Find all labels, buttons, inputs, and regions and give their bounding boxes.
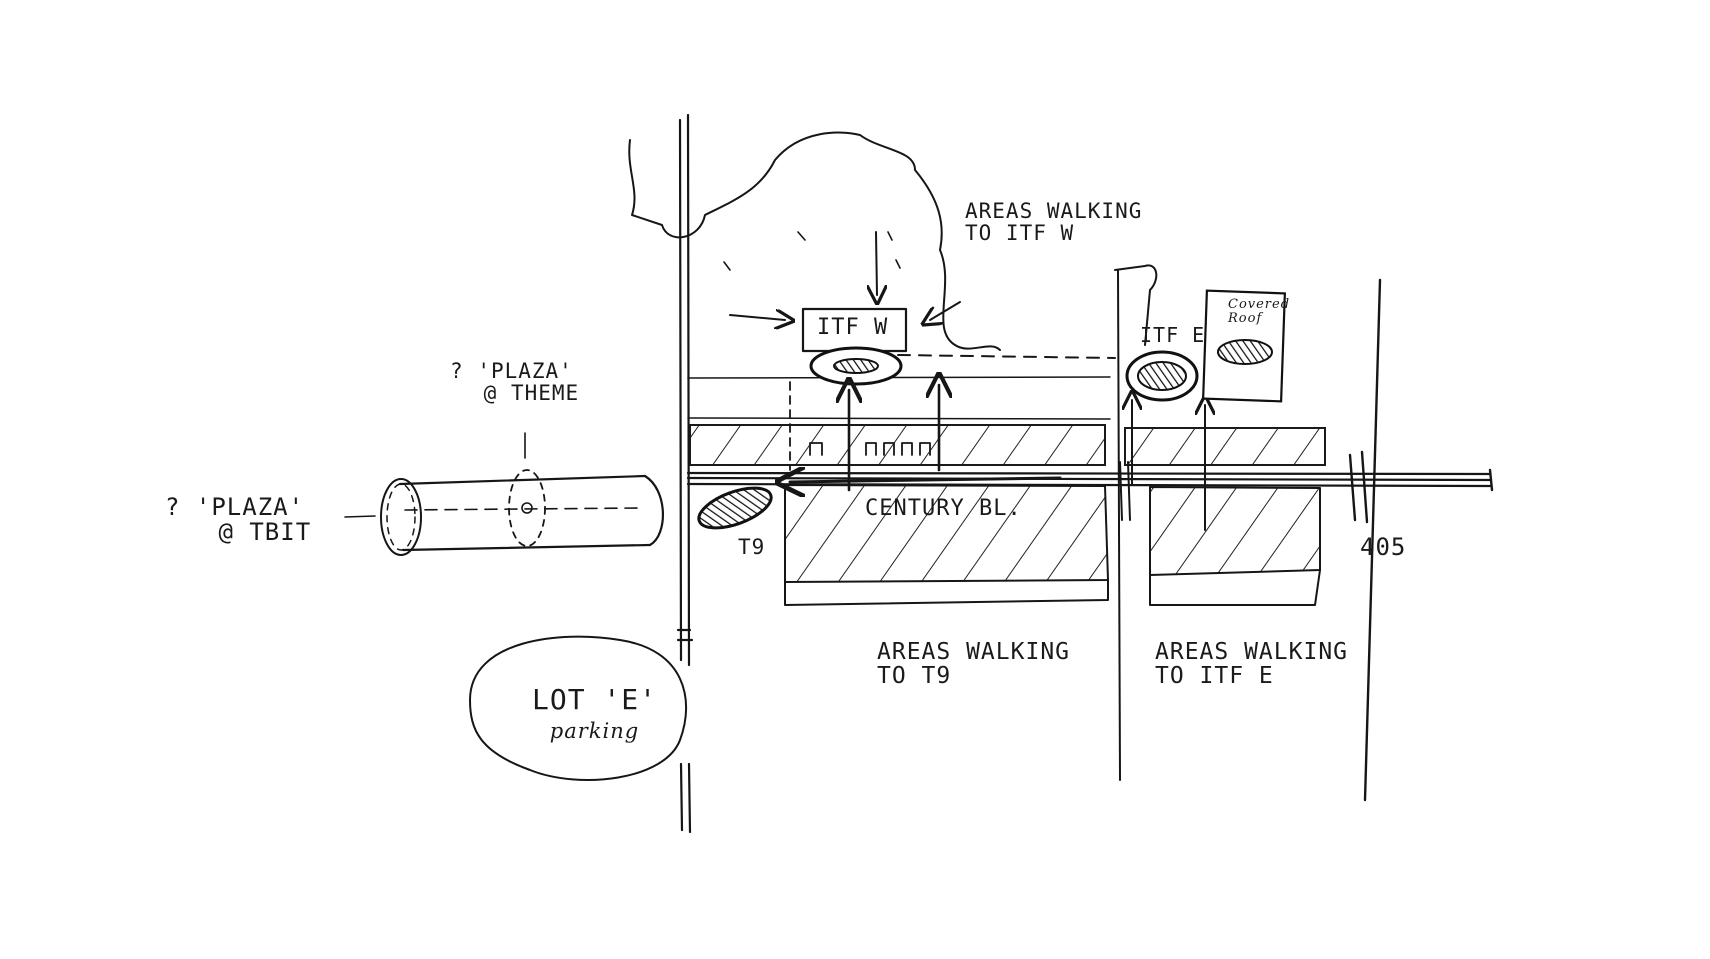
itf-w-station: [811, 348, 901, 384]
plaza-theme-prefix: ?: [450, 359, 464, 383]
plaza-theme-label: ? 'PLAZA' @ THEME: [450, 360, 579, 404]
upper-band: [688, 377, 1110, 419]
areas-walking-t9-line2: TO T9: [877, 663, 951, 689]
century-blvd-road: [688, 473, 1490, 486]
walkway-tube: [345, 433, 663, 555]
areas-walking-itf-w-line1: AREAS WALKING: [965, 199, 1142, 223]
itf-e-label: ITF E: [1140, 325, 1205, 346]
century-blvd-label: CENTURY BL.: [865, 497, 1022, 520]
t9-label: T9: [738, 536, 765, 558]
lot-e-line1: LOT 'E': [532, 683, 657, 716]
covered-roof-line2: Roof: [1228, 311, 1262, 326]
i405-label: 405: [1360, 535, 1406, 560]
plaza-tbit-line2: @ TBIT: [218, 518, 311, 546]
area-outline-cloud: [629, 133, 1000, 350]
t9-station: [694, 480, 776, 536]
itf-e-station: [1127, 352, 1197, 400]
plaza-theme-line1: 'PLAZA': [477, 359, 573, 383]
lot-e-label: LOT 'E' parking: [532, 685, 657, 744]
itf-w-label: ITF W: [817, 316, 888, 339]
plaza-tbit-label: ? 'PLAZA' @ TBIT: [165, 495, 311, 545]
areas-walking-itf-w-label: AREAS WALKING TO ITF W: [965, 200, 1142, 244]
areas-walking-itf-e-line1: AREAS WALKING: [1155, 639, 1348, 665]
areas-walking-itf-e-line2: TO ITF E: [1155, 663, 1274, 689]
areas-walking-t9-label: AREAS WALKING TO T9: [877, 640, 1070, 688]
areas-walking-itf-e-label: AREAS WALKING TO ITF E: [1155, 640, 1348, 688]
hatched-median: [690, 425, 1325, 465]
lot-e-line2: parking: [550, 719, 639, 743]
dashed-connector-itfw-itfe: [898, 355, 1115, 358]
itf-w-arrows: [730, 232, 960, 320]
plaza-theme-line2: @ THEME: [484, 381, 580, 405]
areas-walking-itf-w-line2: TO ITF W: [965, 221, 1074, 245]
covered-roof-label: Covered Roof: [1228, 298, 1290, 325]
plaza-tbit-line1: 'PLAZA': [196, 493, 304, 521]
cloud-scribbles: [724, 232, 900, 270]
plaza-tbit-prefix: ?: [165, 493, 180, 521]
areas-walking-t9-line1: AREAS WALKING: [877, 639, 1070, 665]
itf-e-vertical-line: [1118, 270, 1120, 780]
